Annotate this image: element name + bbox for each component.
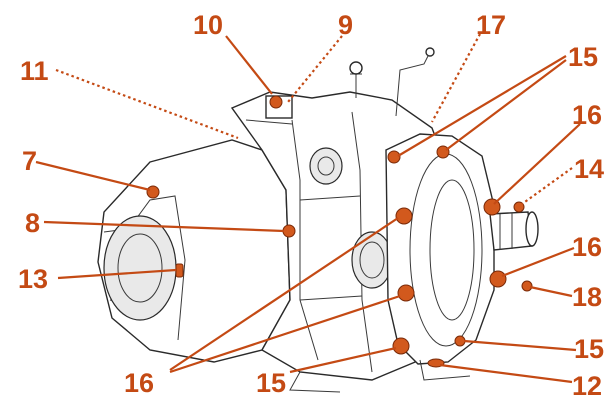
marker-15-lower-right	[454, 335, 466, 347]
leader-9	[287, 35, 343, 103]
marker-7	[146, 185, 160, 199]
callout-11: 11	[20, 56, 49, 86]
leader-15a-1	[397, 55, 567, 157]
callout-16-bottom-left: 16	[124, 368, 154, 398]
leader-13	[57, 268, 177, 280]
leader-10	[225, 35, 273, 95]
callout-15-top-right: 15	[568, 42, 598, 72]
leader-12	[439, 363, 573, 384]
marker-10	[269, 95, 283, 109]
leader-16b	[501, 246, 575, 278]
leader-14	[521, 167, 573, 205]
marker-14	[513, 201, 525, 213]
marker-16-bolt-b	[397, 284, 415, 302]
leader-15b	[463, 339, 577, 352]
leader-17	[431, 33, 481, 123]
clutch-opening	[103, 215, 177, 321]
callout-12: 12	[572, 371, 602, 401]
marker-8	[282, 224, 296, 238]
callout-9: 9	[338, 10, 353, 40]
leader-18	[529, 285, 573, 298]
leader-8	[43, 220, 285, 233]
callout-18: 18	[572, 282, 602, 312]
gearbox-body	[97, 47, 539, 393]
callout-10: 10	[193, 10, 223, 40]
leader-11	[55, 68, 239, 140]
callout-16-upper-right: 16	[572, 100, 602, 130]
leader-16c-2	[169, 294, 401, 374]
leader-7	[35, 160, 151, 192]
end-cover	[385, 133, 495, 365]
shaft-boss	[309, 147, 343, 185]
callout-15-bottom: 15	[256, 368, 286, 398]
marker-16-bolt-a	[395, 207, 413, 225]
marker-15-top	[387, 150, 401, 164]
callout-13: 13	[18, 264, 48, 294]
callout-14: 14	[574, 154, 604, 184]
callout-16-lower-right: 16	[572, 232, 602, 262]
callout-7: 7	[22, 146, 37, 176]
callout-17: 17	[476, 10, 506, 40]
leader-lines	[35, 33, 581, 384]
callout-15-lower-right: 15	[574, 334, 604, 364]
leader-16a	[493, 123, 581, 205]
marker-13	[175, 263, 184, 278]
leader-15c	[289, 346, 397, 374]
leader-15a-2	[445, 59, 567, 151]
marker-16-lower-right	[489, 270, 507, 288]
differential-ring	[351, 231, 393, 289]
marker-15-bottom-bolt	[392, 337, 410, 355]
markers	[146, 95, 533, 368]
selector-knob	[349, 61, 363, 75]
marker-18	[521, 280, 533, 292]
callout-8: 8	[25, 208, 40, 238]
callout-labels: 10 9 17 15 11 16 7 14 8 16 13 18 15 16 1…	[18, 10, 604, 401]
leader-16c-1	[169, 217, 399, 371]
